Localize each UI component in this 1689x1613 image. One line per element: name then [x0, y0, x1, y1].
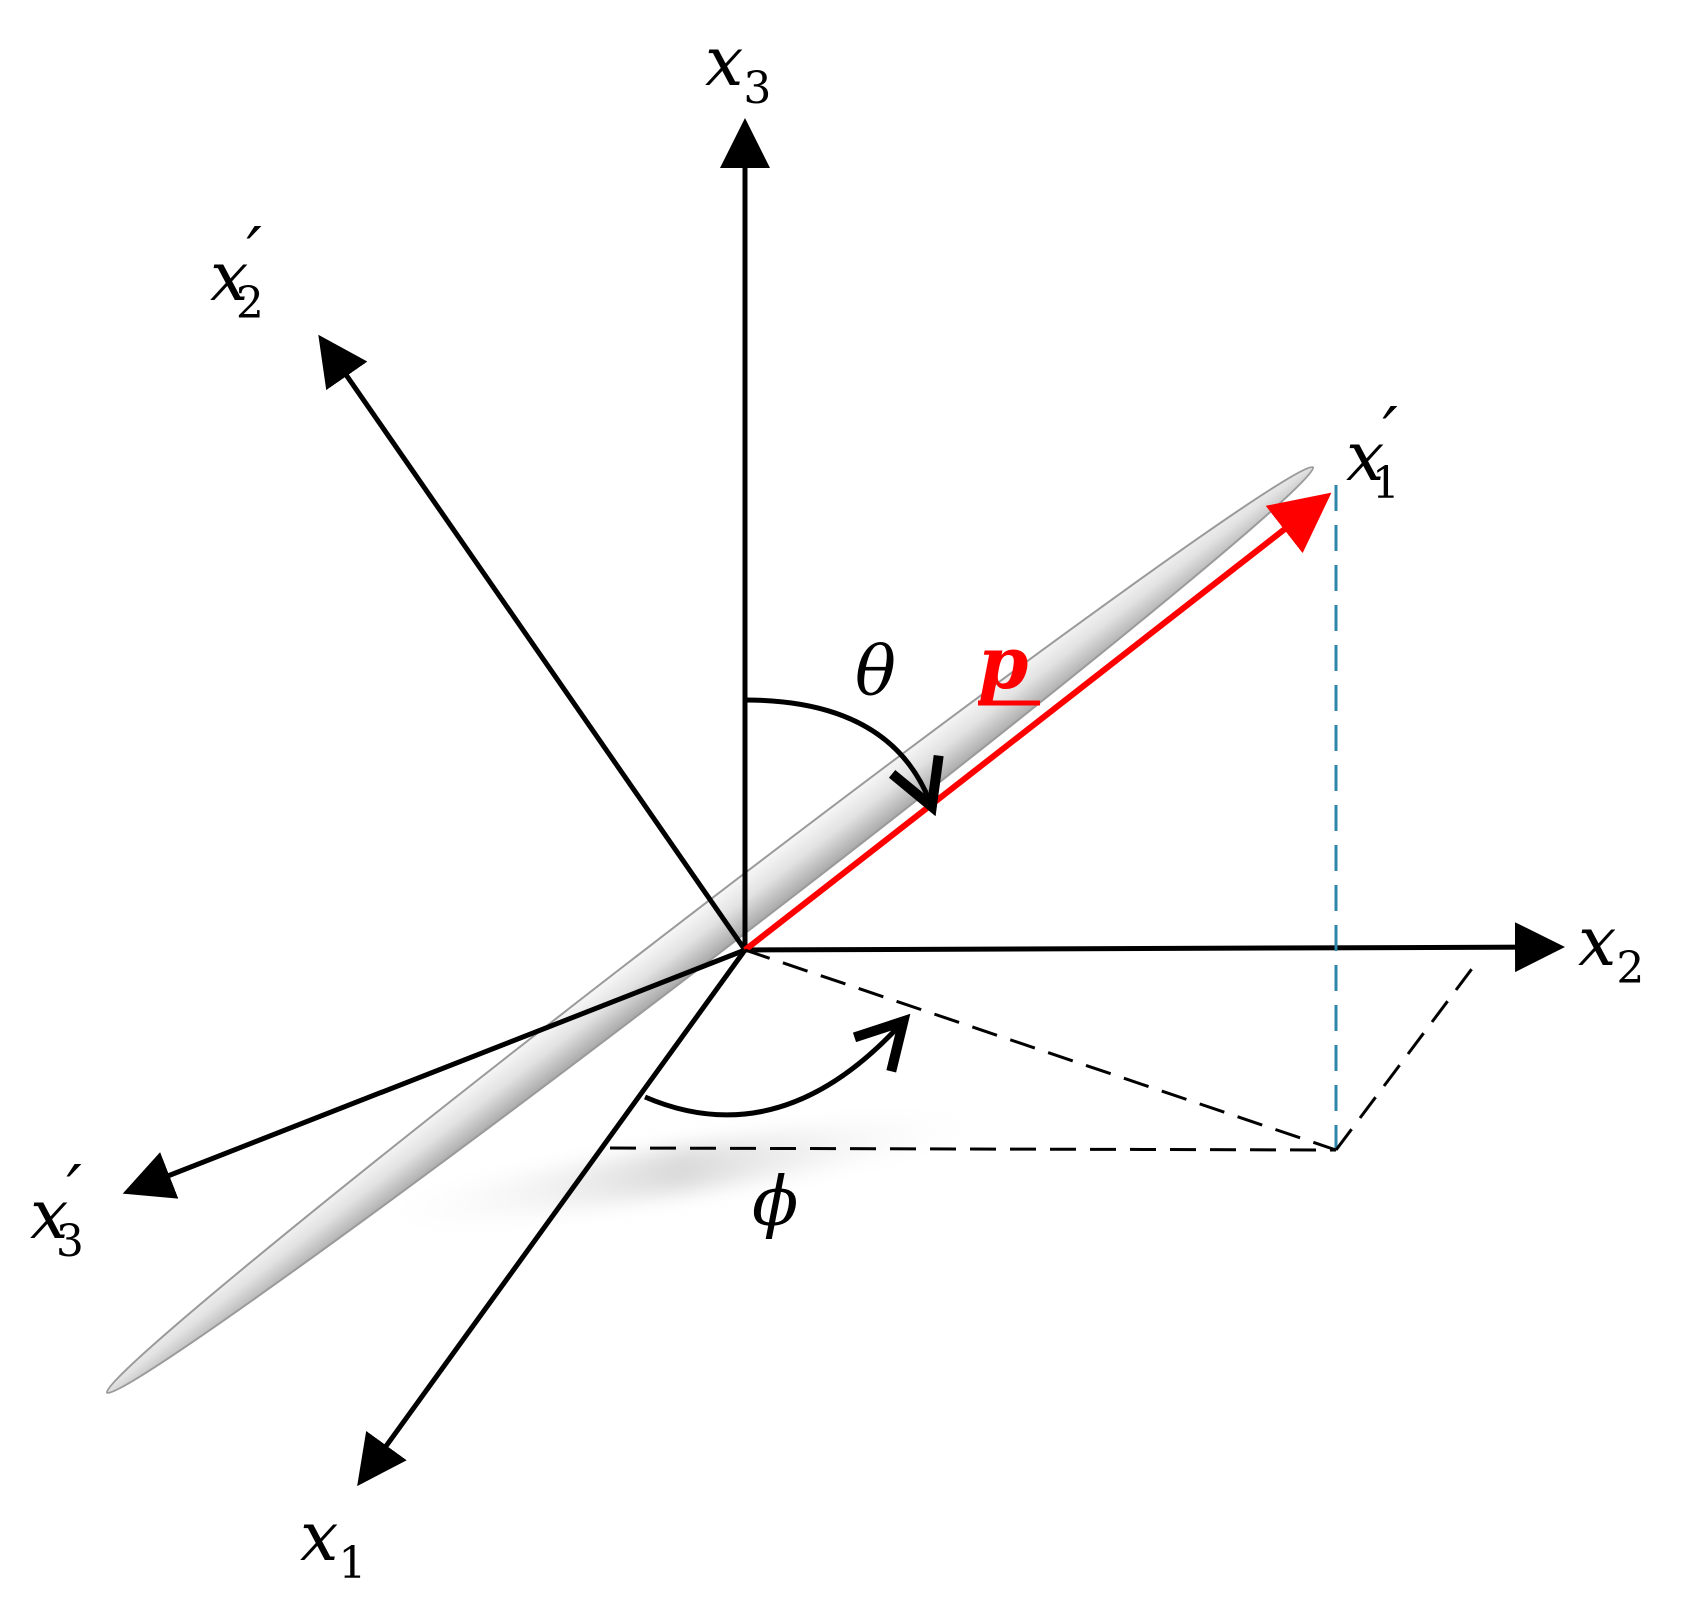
x2prime-axis	[318, 334, 748, 952]
label-x1prime: x′1	[1346, 394, 1400, 509]
projection-to-x2	[1334, 957, 1482, 1151]
label-x3prime: x′3	[30, 1152, 84, 1267]
label-phi: ϕ	[752, 1163, 798, 1242]
theta-arc	[744, 697, 930, 802]
projection-to-origin	[744, 948, 1337, 1152]
x1-axis	[357, 948, 748, 1487]
body-shadow	[354, 1113, 1006, 1227]
x3prime-axis	[122, 947, 746, 1199]
phi-arc	[644, 1025, 900, 1118]
ellipsoid-body	[105, 465, 1315, 1395]
label-x2: x2	[1578, 903, 1644, 994]
label-p: p	[978, 620, 1028, 705]
label-theta: θ	[855, 633, 896, 712]
vector-p	[743, 492, 1332, 953]
projection-to-x1	[609, 1146, 1337, 1152]
label-x3: x3	[705, 23, 771, 114]
label-x1: x1	[300, 1498, 366, 1589]
x2-axis	[744, 922, 1565, 973]
label-x2prime: x′2	[210, 214, 264, 329]
